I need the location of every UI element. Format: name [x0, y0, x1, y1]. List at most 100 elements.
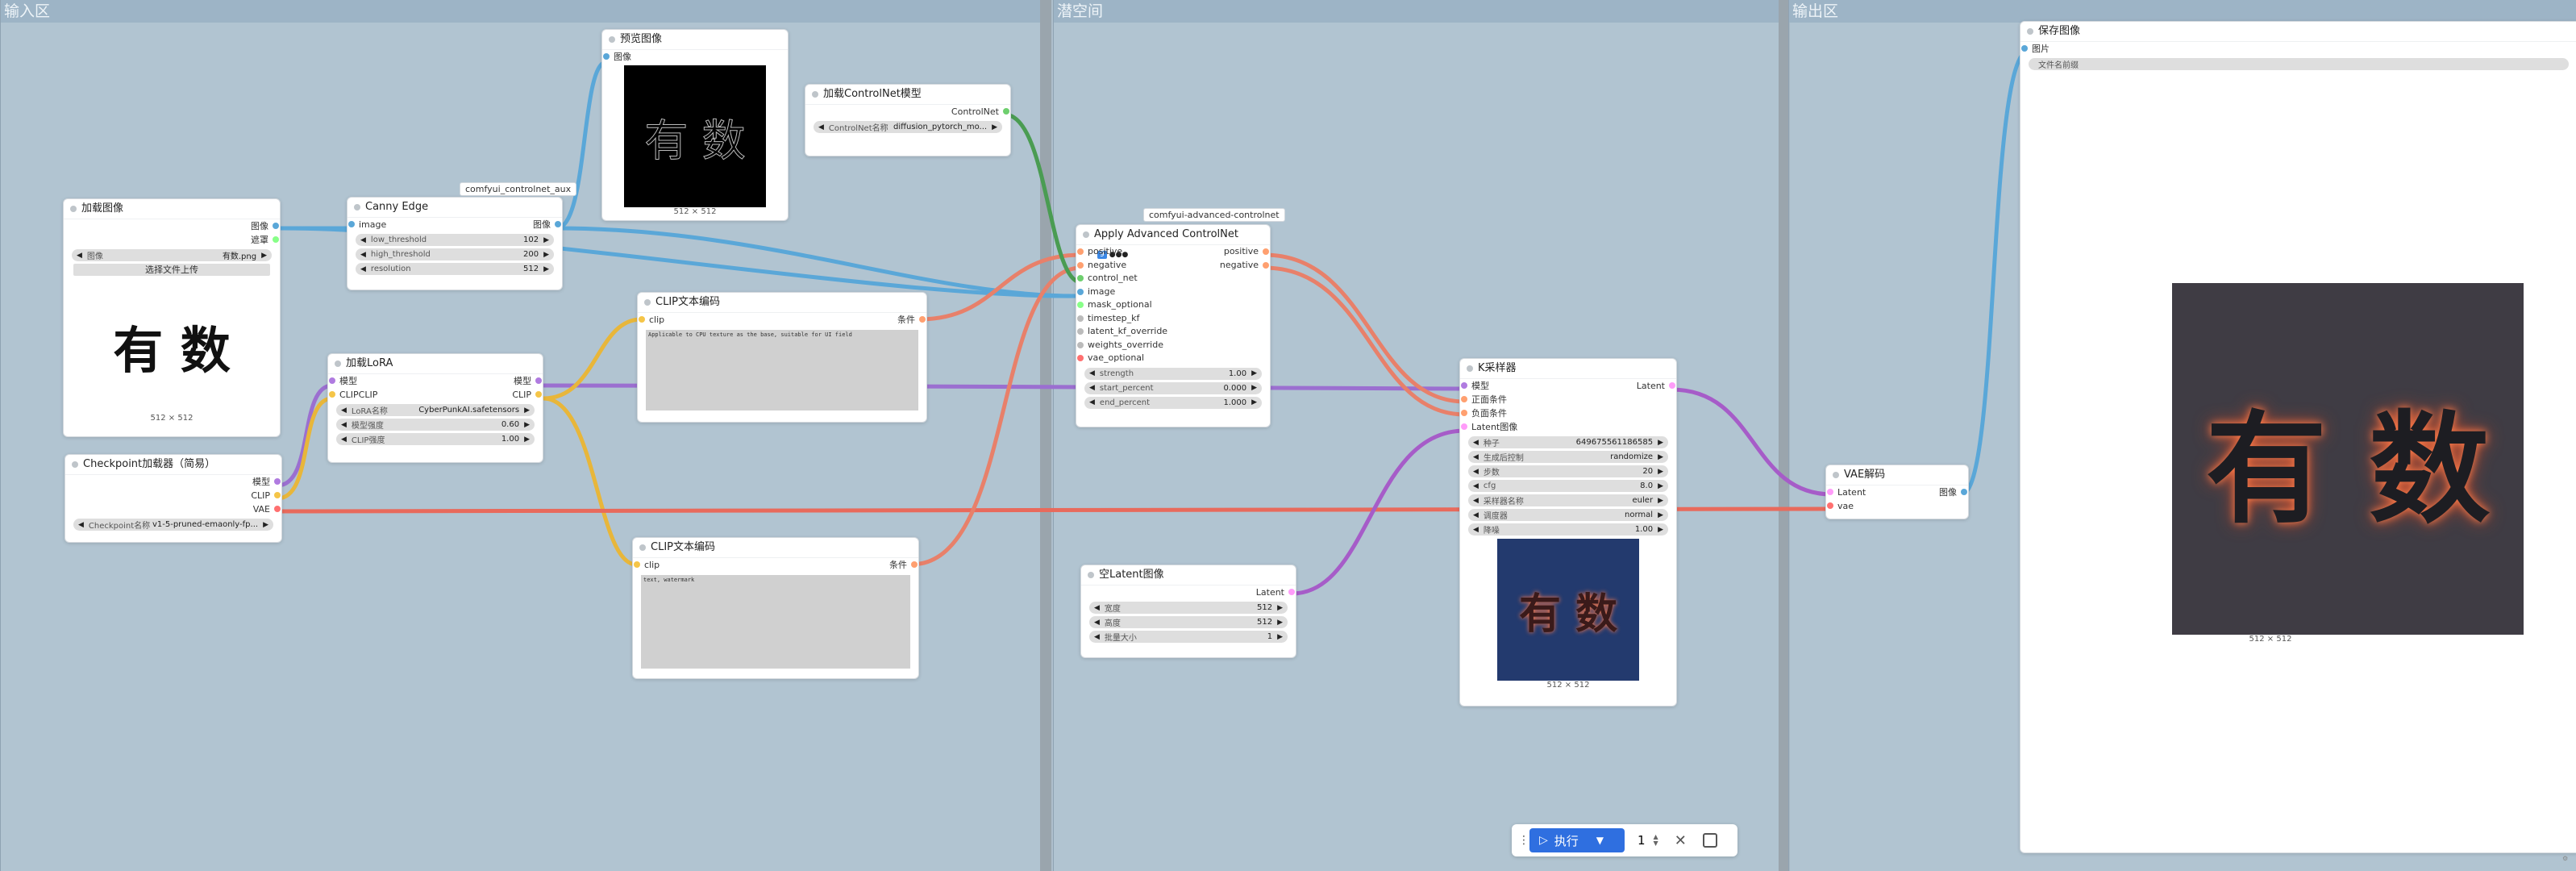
left-arrow-icon[interactable]: ◀: [1094, 632, 1100, 641]
right-arrow-icon[interactable]: ▶: [1277, 632, 1283, 641]
output-latent[interactable]: Latent: [1081, 586, 1296, 599]
output-controlnet[interactable]: ControlNet: [805, 105, 1010, 119]
left-arrow-icon[interactable]: ◀: [1473, 452, 1479, 461]
port-dot[interactable]: [911, 561, 918, 568]
prompt-textarea[interactable]: Applicable to CPU texture as the base, s…: [646, 330, 918, 410]
right-arrow-icon[interactable]: ▶: [543, 250, 549, 259]
left-arrow-icon[interactable]: ◀: [1473, 525, 1479, 534]
port-dot[interactable]: [273, 236, 279, 243]
port-dot[interactable]: [274, 492, 281, 498]
port-dot[interactable]: [1077, 355, 1084, 361]
left-arrow-icon[interactable]: ◀: [1089, 369, 1095, 377]
input-slot[interactable]: 负面条件: [1460, 406, 1676, 420]
collapse-dot[interactable]: [2027, 28, 2033, 35]
port-dot[interactable]: [1461, 410, 1467, 416]
port-dot[interactable]: [1077, 261, 1084, 269]
port-dot[interactable]: [329, 391, 335, 398]
left-arrow-icon[interactable]: ◀: [1094, 618, 1100, 627]
port-dot[interactable]: [1263, 261, 1269, 269]
left-arrow-icon[interactable]: ◀: [818, 123, 824, 131]
port-dot[interactable]: [1461, 382, 1467, 389]
batch-count-input[interactable]: 1: [1638, 833, 1646, 848]
group-latent-title[interactable]: 潜空间: [1054, 0, 1779, 23]
node-checkpoint-loader[interactable]: Checkpoint加载器（简易） 模型 CLIP VAE ◀Checkpoin…: [65, 454, 282, 543]
input-slot[interactable]: control_net: [1076, 272, 1270, 285]
port-dot[interactable]: [1461, 423, 1467, 430]
left-arrow-icon[interactable]: ◀: [360, 250, 366, 259]
port-dot[interactable]: [603, 53, 610, 60]
collapse-dot[interactable]: [72, 461, 78, 468]
collapse-dot[interactable]: [609, 36, 615, 43]
right-arrow-icon[interactable]: ▶: [1277, 603, 1283, 612]
right-arrow-icon[interactable]: ▶: [1658, 496, 1663, 505]
left-arrow-icon[interactable]: ◀: [1094, 603, 1100, 612]
port-dot[interactable]: [1077, 315, 1084, 322]
stop-icon[interactable]: [1702, 833, 1717, 848]
right-arrow-icon[interactable]: ▶: [263, 520, 268, 529]
input-slot[interactable]: timestep_kf: [1076, 312, 1270, 326]
right-arrow-icon[interactable]: ▶: [1251, 384, 1257, 392]
port-dot[interactable]: [348, 221, 355, 227]
collapse-dot[interactable]: [1467, 365, 1473, 372]
right-arrow-icon[interactable]: ▶: [1658, 525, 1663, 534]
collapse-dot[interactable]: [644, 299, 651, 306]
left-arrow-icon[interactable]: ◀: [341, 420, 347, 429]
left-arrow-icon[interactable]: ◀: [78, 520, 84, 529]
port-dot[interactable]: [1077, 248, 1084, 255]
left-arrow-icon[interactable]: ◀: [1089, 398, 1095, 406]
input-model[interactable]: 模型模型: [328, 374, 543, 388]
port-dot[interactable]: [1263, 248, 1269, 255]
port-dot[interactable]: [639, 316, 645, 323]
input-slot[interactable]: mask_optional: [1076, 298, 1270, 312]
port-dot[interactable]: [1461, 396, 1467, 402]
collapse-dot[interactable]: [70, 206, 77, 212]
left-arrow-icon[interactable]: ◀: [341, 406, 347, 415]
port-dot[interactable]: [274, 478, 281, 485]
port-dot[interactable]: [1077, 288, 1084, 295]
left-arrow-icon[interactable]: ◀: [1473, 511, 1479, 519]
input-slot[interactable]: vae_optional: [1076, 352, 1270, 365]
right-arrow-icon[interactable]: ▶: [1658, 467, 1663, 476]
input-slot[interactable]: 正面条件: [1460, 393, 1676, 406]
port-dot[interactable]: [1669, 382, 1675, 389]
left-arrow-icon[interactable]: ◀: [1473, 467, 1479, 476]
right-arrow-icon[interactable]: ▶: [1658, 511, 1663, 519]
input-slot[interactable]: weights_override: [1076, 339, 1270, 352]
node-preview-image[interactable]: 预览图像 图像 有 数 512 × 512: [601, 29, 789, 221]
right-arrow-icon[interactable]: ▶: [1251, 398, 1257, 406]
right-arrow-icon[interactable]: ▶: [1658, 452, 1663, 461]
port-dot[interactable]: [919, 316, 926, 323]
right-arrow-icon[interactable]: ▶: [1658, 481, 1663, 490]
collapse-dot[interactable]: [1088, 572, 1094, 578]
right-arrow-icon[interactable]: ▶: [1251, 369, 1257, 377]
port-dot[interactable]: [1827, 502, 1833, 509]
port-dot[interactable]: [1003, 108, 1009, 115]
output-image[interactable]: 图像: [64, 219, 280, 233]
filename-prefix-field[interactable]: 文件名前缀: [2029, 58, 2569, 70]
